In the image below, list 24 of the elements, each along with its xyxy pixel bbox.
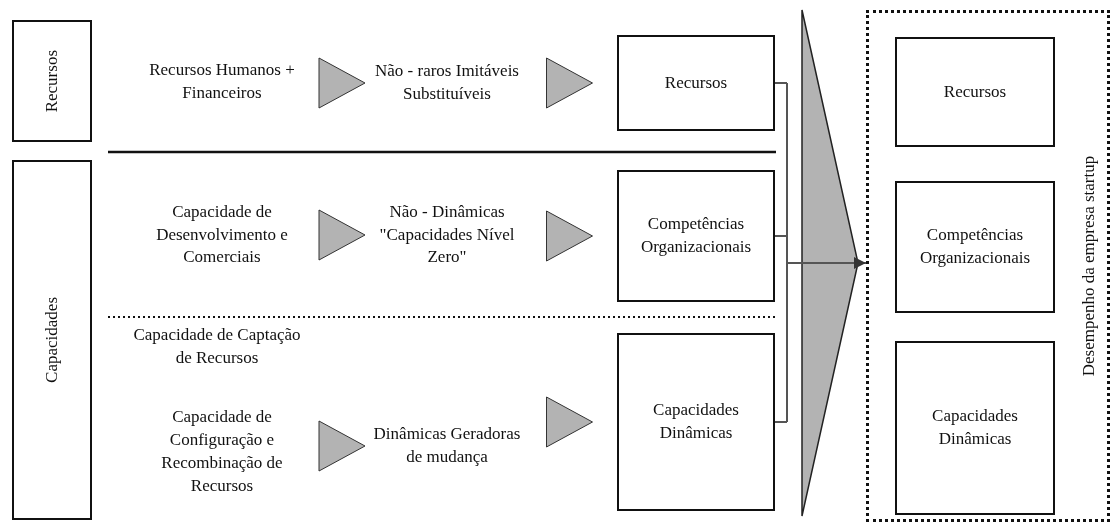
content-box: Capacidades Dinâmicas xyxy=(895,341,1055,515)
content-box: Competências Organizacionais xyxy=(617,170,775,302)
content-box: Recursos xyxy=(895,37,1055,147)
description-text: Recursos Humanos + Financeiros xyxy=(132,56,312,108)
category-box: Recursos xyxy=(12,20,92,142)
arrow xyxy=(318,209,366,261)
description-text: Dinâmicas Geradoras de mudança xyxy=(372,410,522,482)
dotted-frame xyxy=(866,10,1110,522)
content-box: Capacidades Dinâmicas xyxy=(617,333,775,511)
description-text: Capacidade de Captação de Recursos xyxy=(132,322,302,372)
large-arrow xyxy=(774,9,867,517)
arrow xyxy=(318,57,366,109)
arrow xyxy=(318,420,366,472)
category-box: Capacidades xyxy=(12,160,92,520)
description-text: Capacidade de Configuração e Recombinação de Recursos xyxy=(132,402,312,502)
description-text: Não - Dinâmicas "Capacidades Nível Zero" xyxy=(372,205,522,265)
arrow xyxy=(546,57,593,109)
arrow xyxy=(546,396,593,448)
content-box: Competências Organizacionais xyxy=(895,181,1055,313)
description-text: Capacidade de Desenvolvimento e Comerciais xyxy=(132,198,312,272)
arrow xyxy=(546,210,593,262)
vertical-title: Desempenho da empresa startup xyxy=(1078,155,1100,377)
description-text: Não - raros Imitáveis Substituíveis xyxy=(372,48,522,118)
content-box: Recursos xyxy=(617,35,775,131)
